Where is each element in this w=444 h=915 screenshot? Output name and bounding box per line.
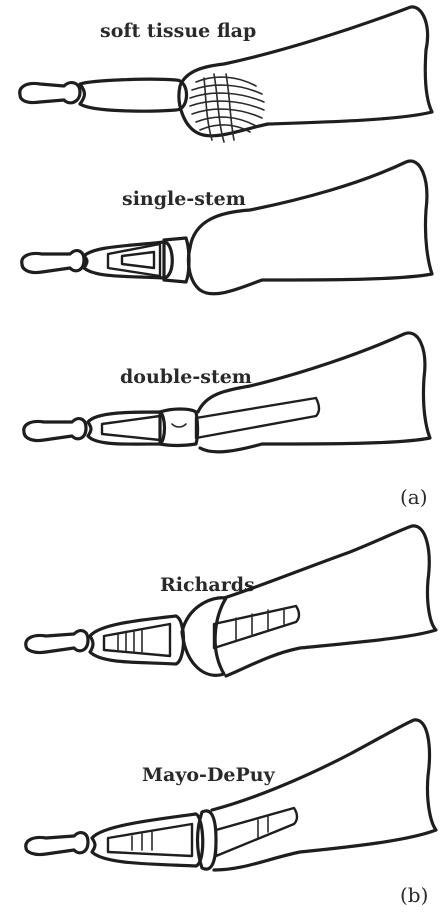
richards-drawing bbox=[0, 520, 444, 690]
panel-a-tag: (a) bbox=[400, 485, 428, 509]
single-stem-drawing bbox=[0, 150, 444, 320]
panel-b-tag: (b) bbox=[400, 883, 428, 907]
mayo-depuy-drawing bbox=[0, 710, 444, 900]
soft-tissue-flap-drawing bbox=[0, 0, 444, 150]
double-stem-drawing bbox=[0, 320, 444, 480]
